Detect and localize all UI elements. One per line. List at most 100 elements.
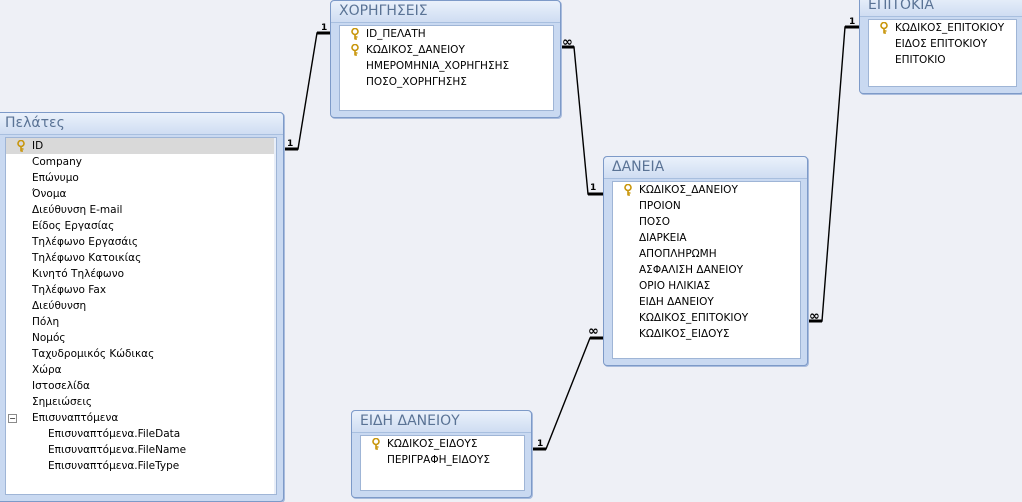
field-name: ΕΠΙΤΟΚΙΟ: [895, 54, 946, 66]
primary-key-icon: [350, 27, 360, 40]
field-row[interactable]: Company: [6, 154, 276, 170]
field-name: ΑΠΟΠΛΗΡΩΜΗ: [639, 248, 717, 260]
collapse-icon[interactable]: −: [8, 414, 17, 423]
field-name: Company: [32, 156, 82, 168]
field-name: Ιστοσελίδα: [32, 380, 90, 392]
primary-key-field[interactable]: ID_ΠΕΛΑΤΗ: [340, 26, 553, 42]
relationship-customers-grants[interactable]: [283, 31, 331, 151]
field-row[interactable]: Επώνυμο: [6, 170, 276, 186]
field-row[interactable]: Ιστοσελίδα: [6, 378, 276, 394]
field-list[interactable]: ΚΩΔΙΚΟΣ_ΕΠΙΤΟΚΙΟΥ ΕΙΔΟΣ ΕΠΙΤΟΚΙΟΥ ΕΠΙΤΟΚΙΟ: [868, 19, 1017, 87]
field-row[interactable]: Επισυναπτόμενα.FileType: [6, 458, 276, 474]
field-row[interactable]: Είδος Εργασίας: [6, 218, 276, 234]
field-name: Είδος Εργασίας: [32, 220, 115, 232]
table-loan-types[interactable]: ΕΙΔΗ ΔΑΝΕΙΟΥ ΚΩΔΙΚΟΣ_ΕΙΔΟΥΣ ΠΕΡΙΓΡΑΦΗ_ΕΙΔ…: [351, 410, 532, 498]
field-name: Επώνυμο: [32, 172, 79, 184]
table-interest[interactable]: ΕΠΙΤΟΚΙΑ ΚΩΔΙΚΟΣ_ΕΠΙΤΟΚΙΟΥ ΕΙΔΟΣ ΕΠΙΤΟΚΙΟ…: [859, 0, 1022, 94]
field-name: ΚΩΔΙΚΟΣ_ΕΠΙΤΟΚΙΟΥ: [895, 22, 1005, 34]
field-row[interactable]: Διεύθυνση: [6, 298, 276, 314]
field-name: ΕΙΔΟΣ ΕΠΙΤΟΚΙΟΥ: [895, 38, 988, 50]
field-name: Όνομα: [32, 188, 67, 200]
field-row[interactable]: Χώρα: [6, 362, 276, 378]
table-title[interactable]: ΕΙΔΗ ΔΑΝΕΙΟΥ: [352, 411, 531, 433]
field-name: ΚΩΔΙΚΟΣ_ΔΑΝΕΙΟΥ: [366, 44, 465, 56]
field-name: Διεύθυνση: [32, 300, 87, 312]
field-name: Κινητό Τηλέφωνο: [32, 268, 125, 280]
field-row[interactable]: ΚΩΔΙΚΟΣ_ΕΠΙΤΟΚΙΟΥ: [613, 310, 800, 326]
field-row[interactable]: ΠΡΟΙΟΝ: [613, 198, 800, 214]
field-list[interactable]: ΚΩΔΙΚΟΣ_ΔΑΝΕΙΟΥ ΠΡΟΙΟΝ ΠΟΣΟ ΔΙΑΡΚΕΙΑ ΑΠΟΠΛΗΡ…: [612, 181, 801, 359]
relationship-loans-interest[interactable]: [807, 25, 861, 323]
field-row[interactable]: Κινητό Τηλέφωνο: [6, 266, 276, 282]
field-name: Επισυναπτόμενα.FileType: [48, 460, 180, 472]
field-row[interactable]: Σημειώσεις: [6, 394, 276, 410]
cardinality-label: ∞: [588, 324, 599, 339]
field-name: ΠΟΣΟ: [639, 216, 671, 228]
field-row[interactable]: Επισυναπτόμενα.FileName: [6, 442, 276, 458]
field-name: Τηλέφωνο Εργασάις: [32, 236, 139, 248]
field-row[interactable]: ΑΠΟΠΛΗΡΩΜΗ: [613, 246, 800, 262]
field-name: Επισυναπτόμενα.FileName: [48, 444, 187, 456]
field-row[interactable]: ΠΟΣΟ_ΧΟΡΗΓΗΣΗΣ: [340, 74, 553, 90]
primary-key-field[interactable]: ΚΩΔΙΚΟΣ_ΕΠΙΤΟΚΙΟΥ: [869, 20, 1016, 36]
primary-key-field[interactable]: ΚΩΔΙΚΟΣ_ΔΑΝΕΙΟΥ: [340, 42, 553, 58]
field-name: Πόλη: [32, 316, 60, 328]
field-name: Διεύθυνση E-mail: [32, 204, 123, 216]
field-name: ΠΕΡΙΓΡΑΦΗ_ΕΙΔΟΥΣ: [387, 454, 490, 466]
field-row[interactable]: − Επισυναπτόμενα: [6, 410, 276, 426]
relationship-grants-loans[interactable]: [560, 45, 604, 196]
field-name: Επισυναπτόμενα: [32, 412, 119, 424]
cardinality-label: 1: [849, 17, 855, 27]
field-list-edge: [274, 138, 276, 494]
field-row[interactable]: Ταχυδρομικός Κώδικας: [6, 346, 276, 362]
table-title[interactable]: ΧΟΡΗΓΗΣΕΙΣ: [331, 1, 560, 23]
field-row[interactable]: Νομός: [6, 330, 276, 346]
field-row[interactable]: ΑΣΦΑΛΙΣΗ ΔΑΝΕΙΟΥ: [613, 262, 800, 278]
relationship-loantypes-loans[interactable]: [531, 336, 604, 451]
field-name: ΠΡΟΙΟΝ: [639, 200, 681, 212]
field-name: Τηλέφωνο Fax: [32, 284, 107, 296]
field-name: Ταχυδρομικός Κώδικας: [32, 348, 155, 360]
primary-key-icon: [350, 43, 360, 56]
field-name: ΔΙΑΡΚΕΙΑ: [639, 232, 687, 244]
field-row[interactable]: ΟΡΙΟ ΗΛΙΚΙΑΣ: [613, 278, 800, 294]
cardinality-label: 1: [537, 439, 543, 449]
cardinality-label: 1: [321, 23, 327, 33]
table-title[interactable]: ΕΠΙΤΟΚΙΑ: [860, 0, 1022, 17]
primary-key-field[interactable]: ID: [6, 138, 276, 154]
field-row[interactable]: Τηλέφωνο Fax: [6, 282, 276, 298]
field-row[interactable]: ΕΠΙΤΟΚΙΟ: [869, 52, 1016, 68]
primary-key-field[interactable]: ΚΩΔΙΚΟΣ_ΕΙΔΟΥΣ: [361, 436, 524, 452]
table-title[interactable]: Πελάτες: [0, 113, 283, 135]
primary-key-icon: [879, 21, 889, 34]
field-row[interactable]: ΠΟΣΟ: [613, 214, 800, 230]
table-loans[interactable]: ΔΑΝΕΙΑ ΚΩΔΙΚΟΣ_ΔΑΝΕΙΟΥ ΠΡΟΙΟΝ ΠΟΣΟ ΔΙΑΡΚΕΙΑ…: [603, 156, 808, 366]
field-row[interactable]: ΕΙΔΟΣ ΕΠΙΤΟΚΙΟΥ: [869, 36, 1016, 52]
field-row[interactable]: ΔΙΑΡΚΕΙΑ: [613, 230, 800, 246]
field-row[interactable]: ΕΙΔΗ ΔΑΝΕΙΟΥ: [613, 294, 800, 310]
field-name: ΕΙΔΗ ΔΑΝΕΙΟΥ: [639, 296, 714, 308]
field-row[interactable]: Επισυναπτόμενα.FileData: [6, 426, 276, 442]
field-list[interactable]: ID_ΠΕΛΑΤΗ ΚΩΔΙΚΟΣ_ΔΑΝΕΙΟΥ ΗΜΕΡΟΜΗΝΙΑ_ΧΟΡΗΓ…: [339, 25, 554, 111]
field-row[interactable]: Τηλέφωνο Εργασάις: [6, 234, 276, 250]
field-row[interactable]: ΠΕΡΙΓΡΑΦΗ_ΕΙΔΟΥΣ: [361, 452, 524, 468]
table-grants[interactable]: ΧΟΡΗΓΗΣΕΙΣ ID_ΠΕΛΑΤΗ ΚΩΔΙΚΟΣ_ΔΑΝΕΙΟΥ ΗΜΕΡΟ…: [330, 0, 561, 118]
field-name: Χώρα: [32, 364, 62, 376]
field-row[interactable]: Όνομα: [6, 186, 276, 202]
field-row[interactable]: Τηλέφωνο Κατοικίας: [6, 250, 276, 266]
primary-key-icon: [16, 139, 26, 152]
field-name: ΟΡΙΟ ΗΛΙΚΙΑΣ: [639, 280, 711, 292]
field-row[interactable]: ΚΩΔΙΚΟΣ_ΕΙΔΟΥΣ: [613, 326, 800, 342]
cardinality-label: ∞: [809, 309, 820, 324]
field-row[interactable]: Διεύθυνση E-mail: [6, 202, 276, 218]
primary-key-field[interactable]: ΚΩΔΙΚΟΣ_ΔΑΝΕΙΟΥ: [613, 182, 800, 198]
field-row[interactable]: Πόλη: [6, 314, 276, 330]
field-row[interactable]: ΗΜΕΡΟΜΗΝΙΑ_ΧΟΡΗΓΗΣΗΣ: [340, 58, 553, 74]
table-title[interactable]: ΔΑΝΕΙΑ: [604, 157, 807, 179]
field-name: ΚΩΔΙΚΟΣ_ΔΑΝΕΙΟΥ: [639, 184, 738, 196]
field-name: ΚΩΔΙΚΟΣ_ΕΙΔΟΥΣ: [387, 438, 478, 450]
field-list[interactable]: ΚΩΔΙΚΟΣ_ΕΙΔΟΥΣ ΠΕΡΙΓΡΑΦΗ_ΕΙΔΟΥΣ: [360, 435, 525, 491]
